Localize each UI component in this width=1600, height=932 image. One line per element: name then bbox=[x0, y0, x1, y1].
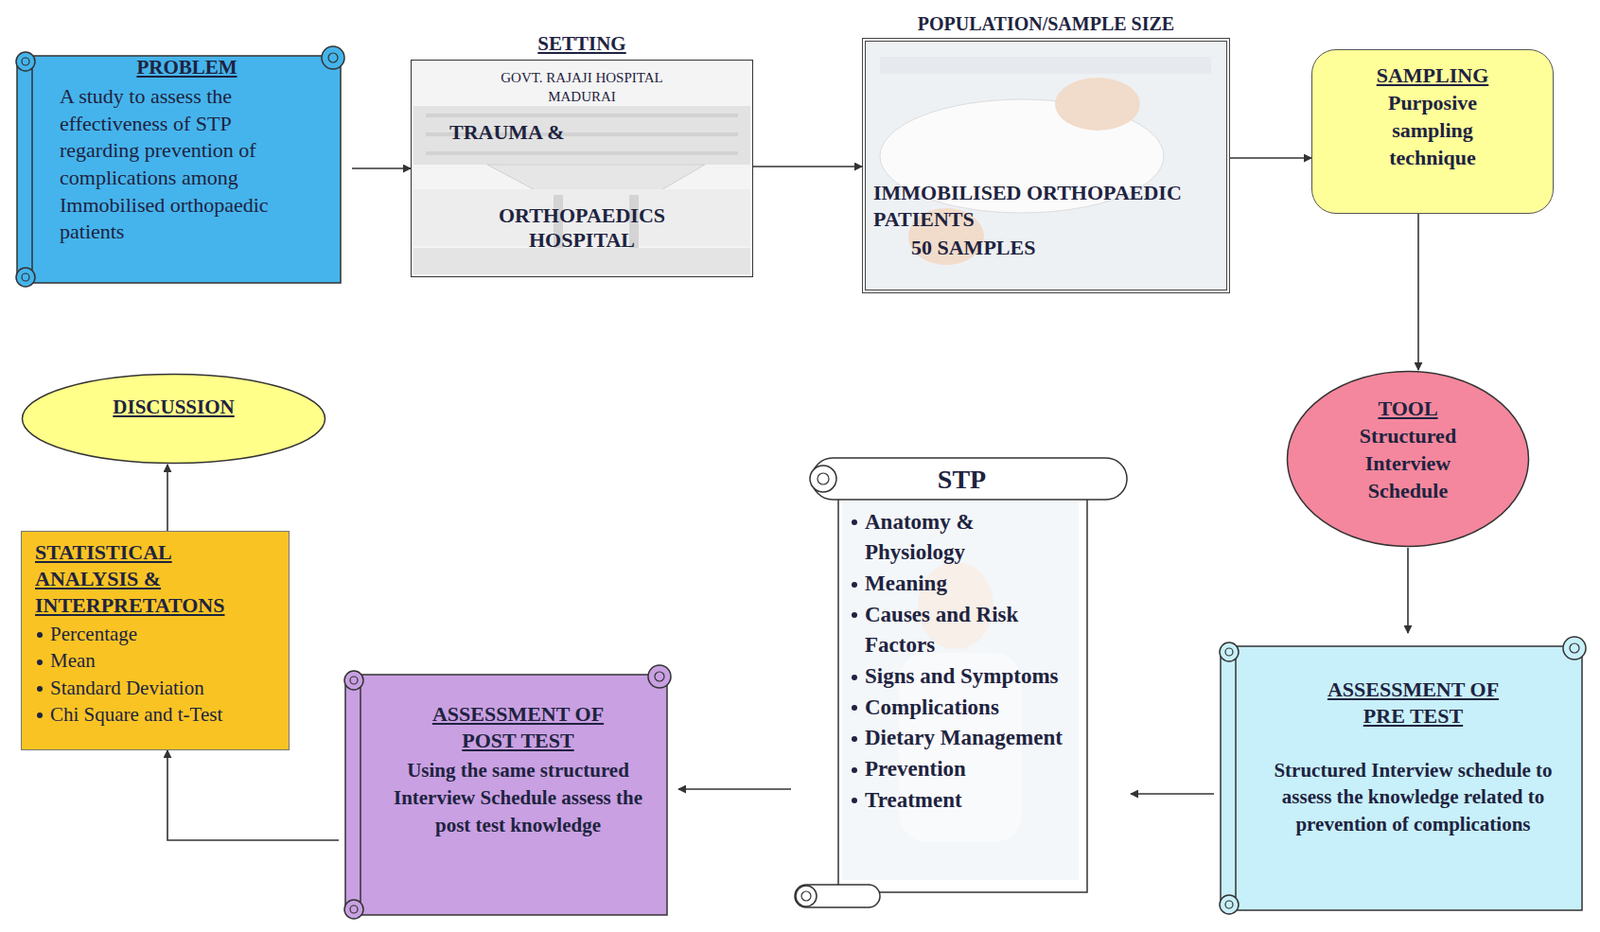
photo-caption: TRAUMA & bbox=[449, 120, 565, 145]
scroll-body bbox=[838, 482, 1088, 893]
box-heading: ASSESSMENT OF PRE TEST bbox=[1309, 676, 1518, 729]
box-heading: DISCUSSION bbox=[112, 395, 234, 420]
scroll-curl bbox=[1225, 900, 1233, 909]
scroll-curl bbox=[1569, 643, 1580, 653]
bullet-item: Dietary Management bbox=[849, 722, 1063, 755]
box-heading: TOOL bbox=[1377, 396, 1438, 422]
flow-arrow bbox=[1406, 547, 1409, 633]
scroll-roll bbox=[811, 457, 1127, 500]
scroll-curl bbox=[321, 46, 345, 70]
box-heading: STP bbox=[937, 463, 986, 496]
box-body: Purposive sampling technique bbox=[1361, 89, 1504, 172]
box-body: Structured Interview schedule to assess … bbox=[1271, 756, 1556, 838]
scroll-curl bbox=[350, 676, 358, 685]
scroll-curl bbox=[344, 670, 364, 690]
box-heading: STATISTICAL ANALYSIS & INTERPRETATONS bbox=[35, 539, 258, 619]
ellipse-outline bbox=[22, 374, 326, 464]
scroll-curl bbox=[16, 267, 36, 287]
scroll-curl bbox=[328, 52, 338, 63]
scroll-curl bbox=[344, 899, 364, 919]
statistics-box: STATISTICAL ANALYSIS & INTERPRETATONSPer… bbox=[20, 530, 290, 751]
scroll-curl bbox=[21, 273, 30, 282]
flow-arrow bbox=[1130, 792, 1214, 795]
bullet-item: Prevention bbox=[849, 754, 1063, 786]
setting-photo-box: SETTINGGOVT. RAJAJI HOSPITAL MADURAITRAU… bbox=[410, 59, 754, 278]
scroll-curl bbox=[1563, 636, 1586, 660]
box-heading: ASSESSMENT OF POST TEST bbox=[414, 701, 623, 754]
hospital-photo bbox=[413, 62, 751, 275]
flow-arrow bbox=[167, 750, 339, 841]
scroll-curl bbox=[1225, 648, 1233, 656]
bullet-item: Meaning bbox=[849, 568, 1063, 600]
scroll-curl bbox=[1219, 642, 1239, 662]
photo-caption: IMMOBILISED ORTHOPAEDIC PATIENTS bbox=[873, 179, 1215, 232]
scroll-curl bbox=[817, 473, 829, 485]
scroll-roll bbox=[345, 680, 361, 910]
scroll-body bbox=[29, 55, 341, 283]
scroll-curl bbox=[350, 905, 358, 914]
scroll-roll bbox=[794, 884, 880, 908]
box-heading: SETTING bbox=[411, 32, 753, 56]
scroll-body bbox=[1232, 646, 1583, 911]
scroll-roll bbox=[1220, 651, 1236, 905]
bullet-item: Standard Deviation bbox=[35, 674, 282, 702]
photo-caption: ORTHOPAEDICS HOSPITAL bbox=[468, 203, 696, 254]
bullet-item: Signs and Symptoms bbox=[849, 661, 1063, 693]
population-photo-box: POPULATION/SAMPLE SIZEIMMOBILISED ORTHOP… bbox=[861, 37, 1231, 294]
flow-arrow bbox=[351, 167, 411, 170]
scroll-curl bbox=[795, 885, 817, 907]
scroll-curl bbox=[648, 665, 671, 688]
scroll-curl bbox=[654, 671, 665, 682]
flow-arrow bbox=[166, 464, 169, 531]
box-heading: POPULATION/SAMPLE SIZE bbox=[865, 12, 1227, 36]
box-body: Using the same structured Interview Sche… bbox=[389, 756, 648, 840]
discussion-ellipse: DISCUSSION bbox=[20, 372, 327, 465]
bullet-item: Anatomy & Physiology bbox=[849, 507, 1063, 569]
box-heading: PROBLEM bbox=[136, 55, 237, 80]
ellipse-outline bbox=[1287, 371, 1530, 547]
box-body: A study to assess the effectiveness of S… bbox=[59, 83, 315, 247]
problem-scroll: PROBLEM A study to assess the effectivene… bbox=[10, 42, 352, 297]
stp-scroll: STP Anatomy & PhysiologyMeaningCauses and… bbox=[791, 454, 1131, 914]
hospital-name: GOVT. RAJAJI HOSPITAL MADURAI bbox=[473, 68, 691, 107]
flow-arrow bbox=[1230, 157, 1312, 159]
patient-photo bbox=[865, 41, 1227, 290]
bullet-item: Mean bbox=[35, 647, 282, 674]
photo-caption: 50 SAMPLES bbox=[911, 235, 1036, 261]
box-body: Structured Interview Schedule bbox=[1336, 422, 1479, 505]
scroll-curl bbox=[801, 891, 811, 901]
bullet-item: Complications bbox=[849, 692, 1063, 724]
flow-arrow bbox=[678, 788, 792, 791]
pretest-scroll: ASSESSMENT OF PRE TEST Structured Intervi… bbox=[1213, 632, 1594, 924]
flow-arrow bbox=[1417, 213, 1420, 370]
scroll-curl bbox=[1219, 895, 1239, 915]
scroll-curl bbox=[809, 465, 837, 493]
tool-ellipse: TOOLStructured Interview Schedule bbox=[1285, 369, 1530, 548]
bullet-item: Treatment bbox=[849, 785, 1063, 817]
sampling-box: SAMPLINGPurposive sampling technique bbox=[1311, 49, 1554, 214]
discussion-ellipse-outline bbox=[20, 372, 327, 465]
scroll-body bbox=[357, 674, 668, 915]
flow-arrow bbox=[753, 165, 862, 168]
posttest-scroll: ASSESSMENT OF POST TESTUsing the same st… bbox=[338, 661, 679, 929]
scroll-curl bbox=[16, 52, 36, 71]
bullet-item: Percentage bbox=[35, 620, 282, 648]
bullet-item: Chi Square and t-Test bbox=[35, 701, 282, 728]
box-heading: SAMPLING bbox=[1376, 63, 1490, 88]
bullet-item: Causes and Risk Factors bbox=[849, 599, 1063, 662]
scroll-curl bbox=[21, 57, 30, 66]
scroll-roll bbox=[17, 61, 33, 278]
